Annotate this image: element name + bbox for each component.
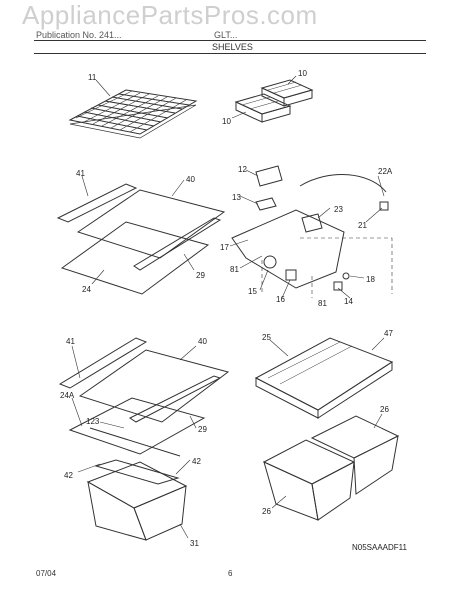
callout-40-upper: 40	[186, 175, 195, 184]
callout-10-upper: 10	[298, 69, 307, 78]
callout-21: 21	[358, 221, 367, 230]
callout-42-left: 42	[64, 471, 73, 480]
glass-shelf-lower-illustration	[58, 337, 230, 485]
callout-11: 11	[88, 73, 97, 82]
section-title: SHELVES	[212, 42, 253, 52]
publication-label: Publication No. 241...	[36, 30, 122, 40]
callout-41-lower: 41	[66, 337, 75, 346]
callout-29-upper: 29	[196, 271, 205, 280]
header-rule-bottom	[34, 53, 426, 54]
callout-22a: 22A	[378, 167, 393, 176]
callout-81-left: 81	[230, 265, 239, 274]
callout-41-upper: 41	[76, 169, 85, 178]
callout-23: 23	[334, 205, 343, 214]
model-label: GLT...	[214, 30, 238, 40]
ice-tray-illustration	[234, 79, 314, 123]
header-rule-top	[34, 40, 426, 41]
callout-25: 25	[262, 333, 271, 342]
callout-17: 17	[220, 243, 229, 252]
callout-123: 123	[86, 417, 100, 426]
callout-10-lower: 10	[222, 117, 231, 126]
callout-81-right: 81	[318, 299, 327, 308]
callout-24a: 24A	[60, 391, 75, 400]
callout-14: 14	[344, 297, 353, 306]
wire-shelf-illustration	[68, 89, 198, 139]
glass-shelf-upper-illustration	[56, 183, 226, 295]
callout-18: 18	[366, 275, 375, 284]
callout-40-lower: 40	[198, 337, 207, 346]
callout-13: 13	[232, 193, 241, 202]
callout-12: 12	[238, 165, 247, 174]
light-housing-illustration	[231, 165, 393, 298]
callout-26-lower: 26	[262, 507, 271, 516]
callout-29-lower: 29	[198, 425, 207, 434]
callout-15: 15	[248, 287, 257, 296]
callout-42-right: 42	[192, 457, 201, 466]
watermark: AppliancePartsPros.com	[22, 0, 318, 30]
crisper-pans-illustration	[262, 415, 400, 521]
callout-47: 47	[384, 329, 393, 338]
callout-31: 31	[190, 539, 199, 548]
footer-page-number: 6	[228, 569, 233, 578]
diagram-code: N05SAAADF11	[352, 543, 408, 552]
callout-16: 16	[276, 295, 285, 304]
callout-26-upper: 26	[380, 405, 389, 414]
pan-left-illustration	[86, 461, 188, 541]
callout-24: 24	[82, 285, 91, 294]
crisper-cover-illustration	[254, 337, 394, 419]
footer-date: 07/04	[36, 569, 57, 578]
